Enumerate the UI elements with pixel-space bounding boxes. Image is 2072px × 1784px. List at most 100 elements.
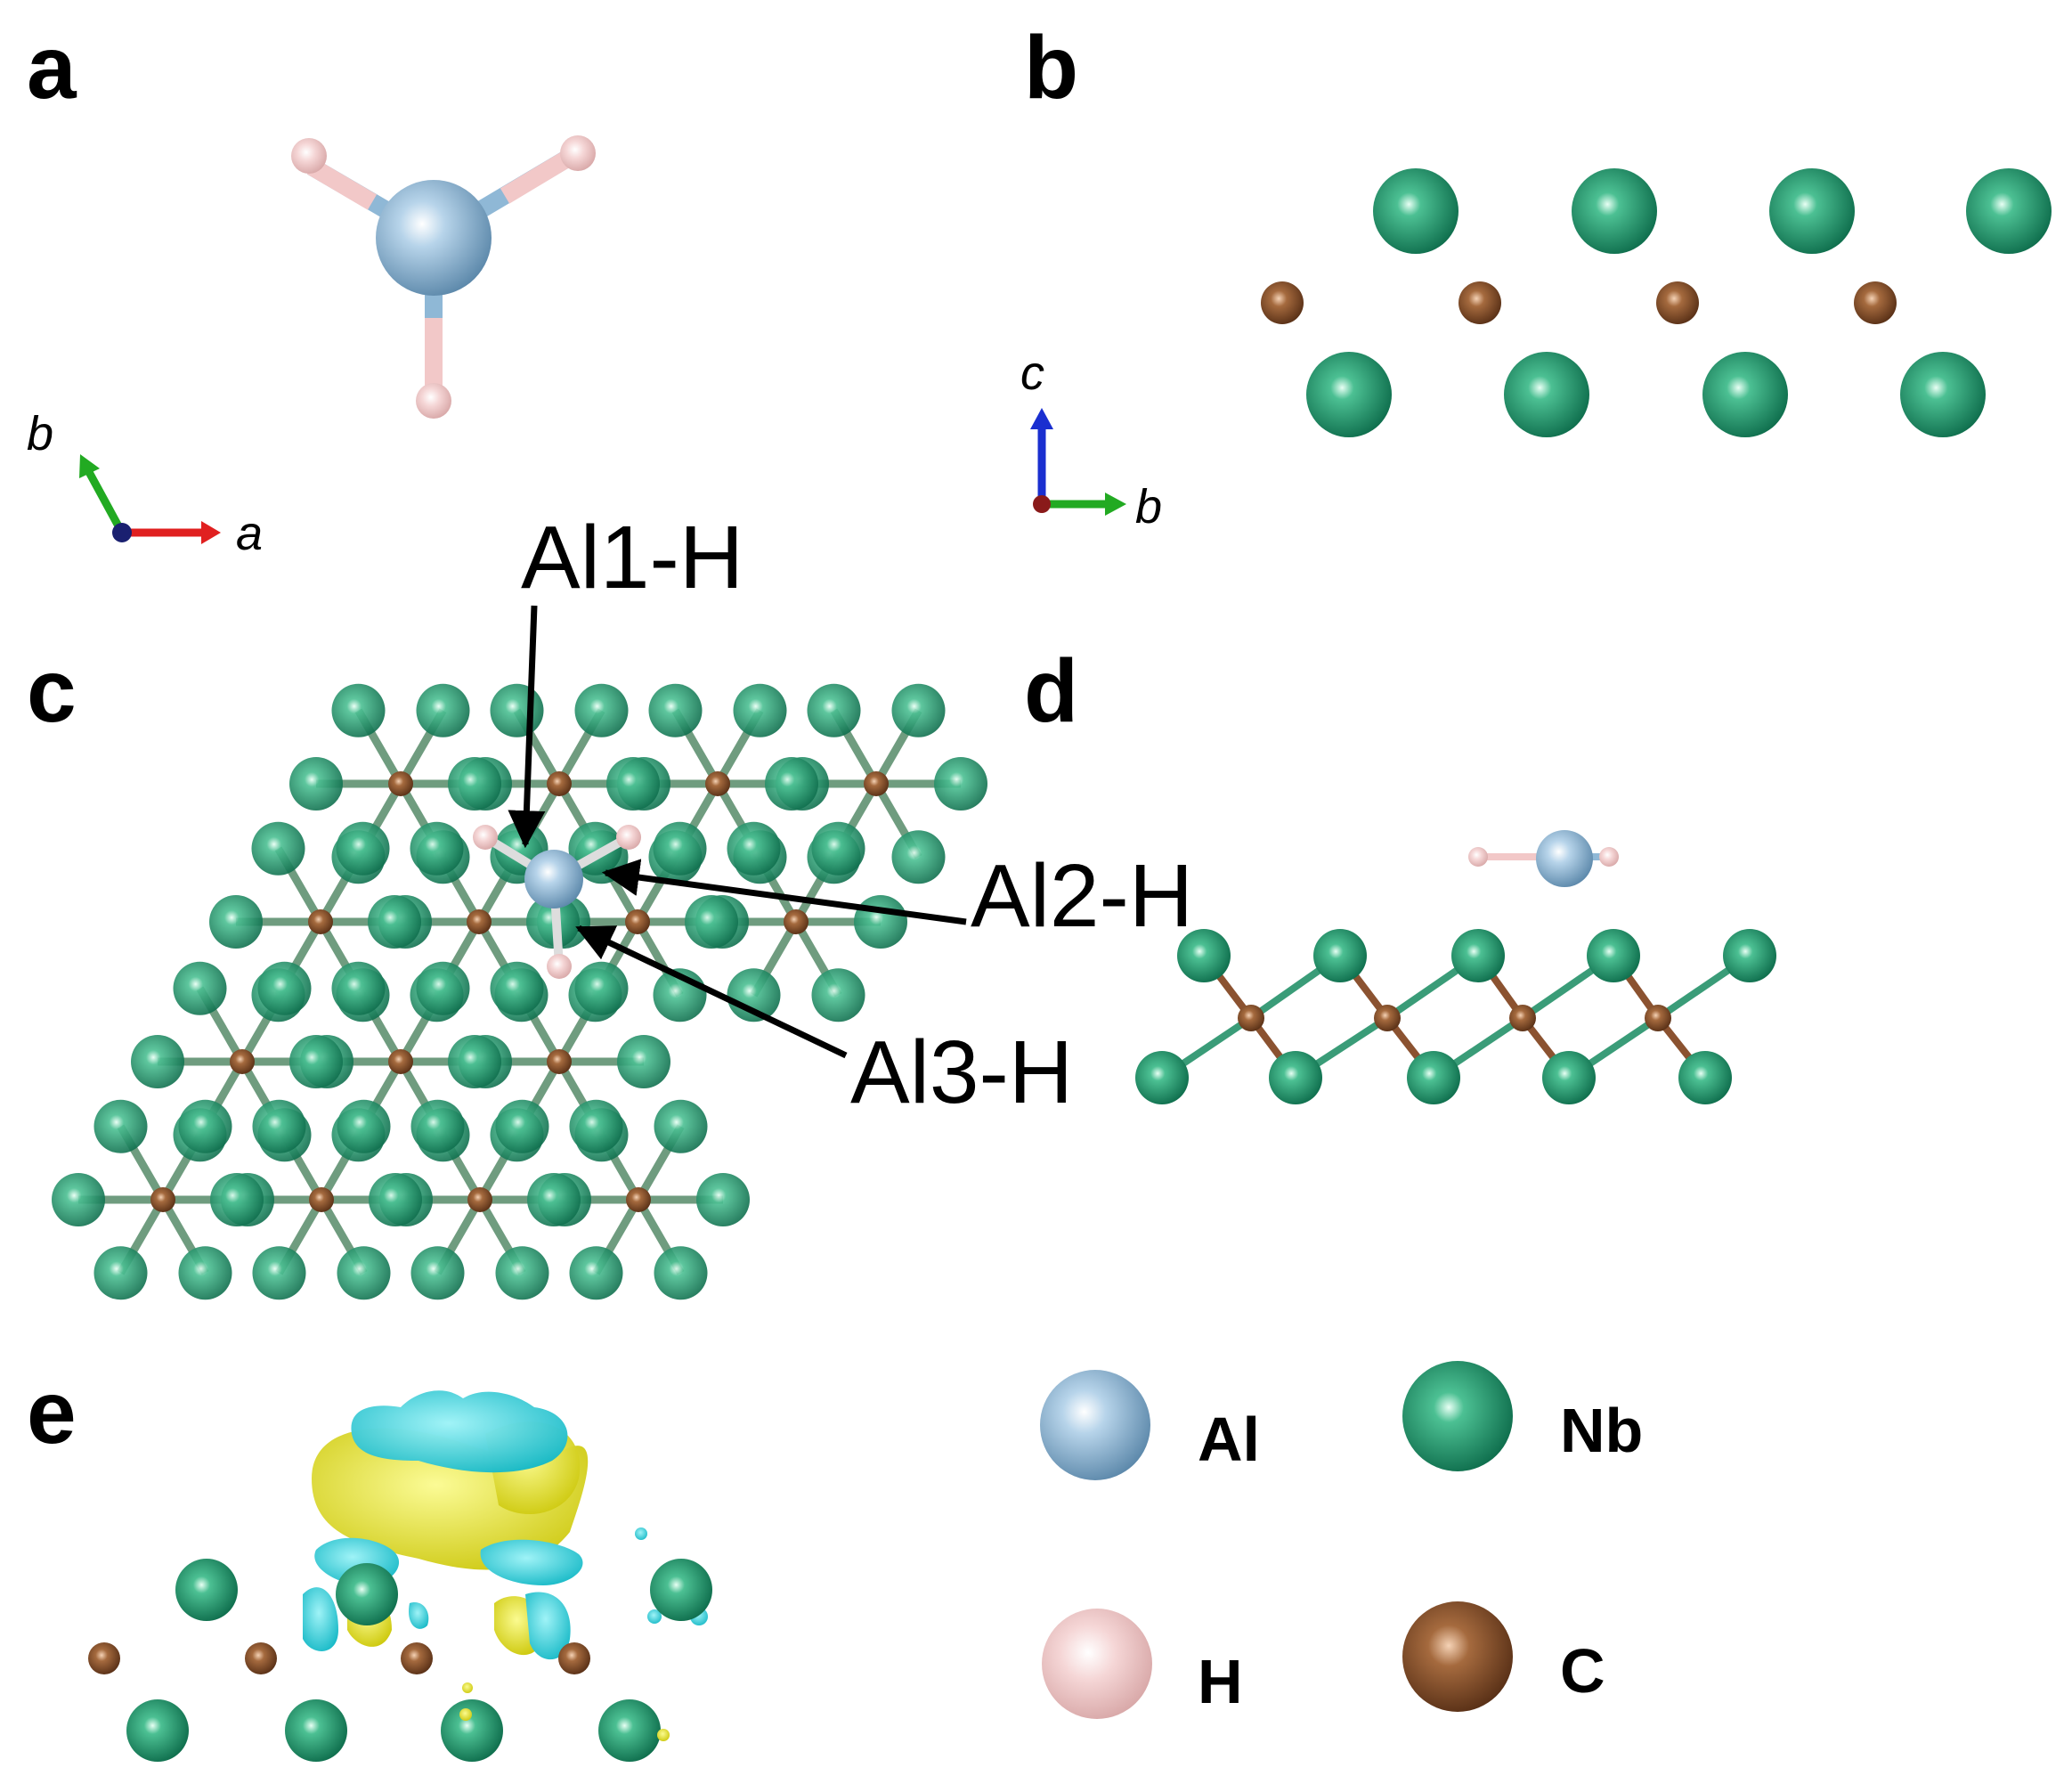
nb-atom xyxy=(93,1099,148,1153)
nb-atom xyxy=(1313,929,1367,982)
h-atom xyxy=(416,383,451,419)
panel-label-c: c xyxy=(27,641,77,741)
nb-atom xyxy=(1572,168,1657,254)
c-atom xyxy=(547,1049,572,1074)
panel-e-charge-density xyxy=(88,1390,712,1762)
nb-atom xyxy=(1542,1051,1596,1104)
nb-atom xyxy=(811,821,865,876)
legend-al-swatch xyxy=(1040,1370,1150,1480)
h-atom xyxy=(1599,847,1619,867)
nb-atom xyxy=(368,895,421,949)
c-atom xyxy=(467,1187,492,1212)
nb-atom xyxy=(574,683,629,737)
nb-atom xyxy=(811,968,865,1022)
nb-atom xyxy=(252,1099,306,1153)
nb-atom xyxy=(569,1099,623,1153)
nb-atom xyxy=(210,1173,264,1226)
c-atom xyxy=(784,909,808,934)
panel-a-axes: b a xyxy=(27,407,263,560)
al-atom xyxy=(376,180,492,296)
c-atom xyxy=(547,771,572,796)
nb-atom xyxy=(1407,1051,1460,1104)
nb-atom xyxy=(891,830,946,884)
panel-b-structure xyxy=(1261,168,2052,437)
panel-label-a: a xyxy=(27,18,77,118)
nb-atom xyxy=(126,1699,189,1762)
nb-atom xyxy=(410,1246,465,1300)
nb-atom xyxy=(441,1699,503,1762)
c-atom xyxy=(1645,1005,1671,1031)
c-atom xyxy=(388,771,413,796)
nb-atom xyxy=(369,1173,422,1226)
nb-atom xyxy=(416,683,470,737)
nb-atom xyxy=(490,683,544,737)
nb-atom xyxy=(410,1099,465,1153)
c-atom xyxy=(1459,281,1501,324)
nb-atom xyxy=(175,1559,238,1621)
nb-atom xyxy=(289,1035,343,1088)
h-atom xyxy=(547,954,572,979)
nb-atom xyxy=(1702,352,1788,437)
h-atom xyxy=(291,138,327,174)
nb-atom xyxy=(1587,929,1640,982)
axis-label-a: a xyxy=(236,507,263,560)
c-atom xyxy=(308,909,333,934)
nb-atom xyxy=(1769,168,1855,254)
nb-atom xyxy=(1306,352,1392,437)
nb-atom xyxy=(252,1246,306,1300)
nb-atom xyxy=(598,1699,661,1762)
callout-al2-h: Al2-H xyxy=(971,846,1193,946)
callout-al3-h: Al3-H xyxy=(850,1022,1073,1122)
legend-nb-label: Nb xyxy=(1560,1396,1643,1465)
c-atom xyxy=(626,1187,651,1212)
nb-atom xyxy=(527,1173,581,1226)
c-atom xyxy=(625,909,650,934)
nb-atom xyxy=(178,1099,232,1153)
al-atom xyxy=(524,850,583,908)
nb-atom xyxy=(490,961,544,1015)
nb-atom xyxy=(1135,1051,1189,1104)
axis-label-c: c xyxy=(1020,346,1044,400)
c-atom xyxy=(1374,1005,1401,1031)
legend: Al Nb H C xyxy=(1040,1361,1643,1719)
h-atom xyxy=(473,825,498,850)
nb-atom xyxy=(337,1099,391,1153)
legend-nb-swatch xyxy=(1402,1361,1513,1471)
nb-atom xyxy=(696,1173,750,1226)
c-atom xyxy=(150,1187,175,1212)
nb-atom xyxy=(854,895,907,949)
c-atom xyxy=(88,1642,120,1674)
nb-atom xyxy=(617,1035,670,1088)
legend-c-label: C xyxy=(1560,1636,1605,1706)
nb-atom xyxy=(331,961,386,1015)
nb-atom xyxy=(257,961,312,1015)
c-atom xyxy=(1656,281,1699,324)
nb-atom xyxy=(650,1559,712,1621)
nb-atom xyxy=(416,961,470,1015)
panel-a-molecule xyxy=(291,135,596,419)
c-atom xyxy=(864,771,889,796)
nb-atom xyxy=(52,1173,105,1226)
h-atom xyxy=(1468,847,1488,867)
nb-atom xyxy=(178,1246,232,1300)
legend-h-swatch xyxy=(1042,1609,1152,1719)
nb-atom xyxy=(336,1563,398,1625)
nb-atom xyxy=(654,1099,708,1153)
panel-b-axes: c b xyxy=(1020,346,1162,534)
nb-atom xyxy=(1678,1051,1732,1104)
nb-atom xyxy=(1900,352,1986,437)
nb-atom xyxy=(574,961,629,1015)
nb-atom xyxy=(289,757,343,811)
nb-atom xyxy=(331,683,386,737)
axis-label-b: b xyxy=(27,407,53,460)
legend-c-swatch xyxy=(1402,1601,1513,1712)
c-atom xyxy=(1261,281,1304,324)
c-atom xyxy=(1854,281,1897,324)
legend-al-label: Al xyxy=(1198,1405,1260,1474)
nb-atom xyxy=(606,757,660,811)
c-atom xyxy=(388,1049,413,1074)
nb-atom xyxy=(891,683,946,737)
nb-atom xyxy=(765,757,818,811)
c-atom xyxy=(401,1642,433,1674)
panel-label-d: d xyxy=(1024,641,1078,741)
